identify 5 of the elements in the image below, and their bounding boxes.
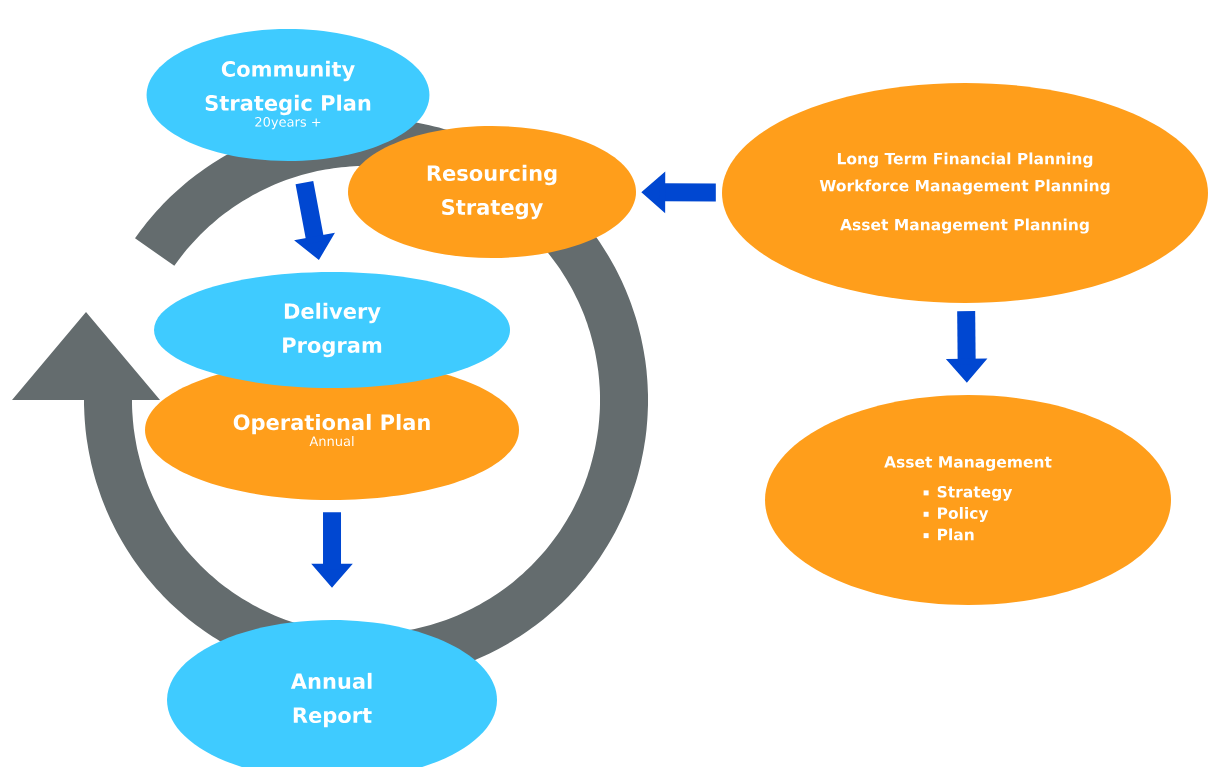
ellipse-node: Delivery Program <box>154 272 510 388</box>
ellipse-node: Resourcing Strategy <box>348 126 636 258</box>
ellipse-node: Community Strategic Plan 20years + <box>146 29 430 161</box>
ellipse-node: Long Term Financial Planning Workforce Management Planning Asset Management Planning <box>722 83 1208 303</box>
ellipse-node: Asset Management Strategy Policy Plan <box>765 395 1171 605</box>
